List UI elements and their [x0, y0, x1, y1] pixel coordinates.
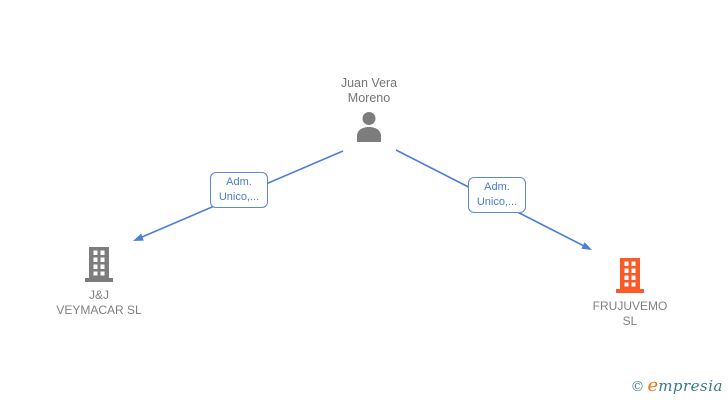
company-label-veymacar: J&J VEYMACAR SL — [19, 288, 179, 318]
brand-initial: e — [647, 375, 659, 396]
empresia-logo[interactable]: ©empresia — [631, 375, 723, 396]
building-icon-frujuvemo[interactable] — [616, 258, 644, 294]
person-name-line1: Juan Vera — [340, 76, 398, 90]
person-name-line2: Moreno — [347, 91, 391, 105]
edge-right-arrowhead — [581, 242, 592, 250]
company-frujuvemo-line1: FRUJUVEMO — [592, 299, 668, 313]
building-icon-veymacar[interactable] — [85, 247, 113, 283]
company-frujuvemo-line2: SL — [622, 314, 638, 328]
edge-label-right-line1: Adm. — [484, 181, 510, 193]
company-label-frujuvemo: FRUJUVEMO SL — [550, 299, 710, 329]
company-veymacar-line2: VEYMACAR SL — [56, 303, 142, 317]
person-node-label: Juan Vera Moreno — [294, 76, 444, 106]
copyright-icon: © — [630, 379, 645, 395]
company-veymacar-line1: J&J — [88, 288, 109, 302]
edge-label-left[interactable]: Adm. Unico,... — [210, 172, 268, 208]
edge-label-right-line2: Unico,... — [476, 196, 518, 208]
brand-name: mpresia — [658, 377, 723, 395]
edge-label-left-line2: Unico,... — [218, 191, 260, 203]
edge-left-arrowhead — [133, 233, 144, 241]
edge-label-right[interactable]: Adm. Unico,... — [468, 177, 526, 213]
person-icon[interactable] — [354, 111, 384, 143]
edge-label-left-line1: Adm. — [226, 176, 252, 188]
